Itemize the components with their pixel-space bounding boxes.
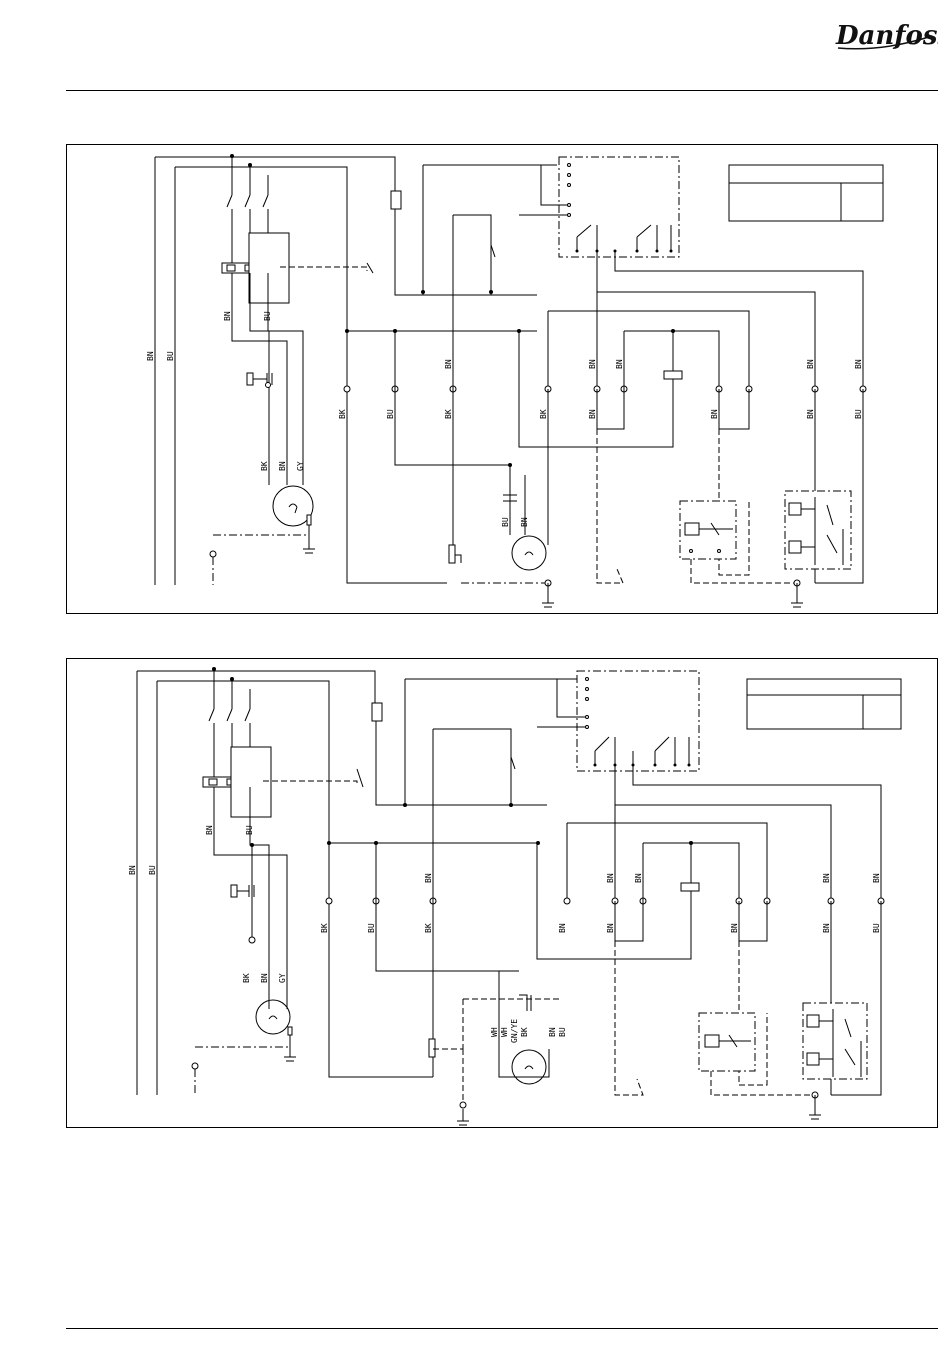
fan-label-bn: BN [520, 517, 529, 527]
wire-label-bn-6: BN [806, 359, 815, 369]
header-rule [66, 90, 938, 91]
wire-label-bn-7: BN [854, 359, 863, 369]
wire-label-bu-2: BU [872, 923, 881, 933]
wire-label-bu-top: BU [166, 351, 175, 361]
wire-label-bn-4: BN [588, 409, 597, 419]
wire-label-bu-1: BU [367, 923, 376, 933]
schematic-1: BN BU BN BU BK BU BN BK BK BN BN BN BN B… [67, 145, 939, 615]
wire-label-bk-2: BK [424, 923, 433, 933]
wire-label-bk-1: BK [338, 409, 347, 419]
schematic-2: BN BU BN BU BK BU BN BK BN BN BN BN BN B… [67, 659, 939, 1129]
motor-label-bk: BK [260, 461, 269, 471]
motor-label-gy: GY [278, 973, 287, 983]
wiring-diagram-2: BN BU BN BU BK BU BN BK BN BN BN BN BN B… [66, 658, 938, 1128]
wire-label-bk-3: BK [539, 409, 548, 419]
wire-label-bu-1: BU [386, 409, 395, 419]
fan-label-wh1: WH [490, 1027, 499, 1037]
wire-label-bk-1: BK [320, 923, 329, 933]
wire-label-bn-2: BN [588, 359, 597, 369]
wire-label-bu-2: BU [854, 409, 863, 419]
motor-label-bn: BN [278, 461, 287, 471]
fan-label-wh2: WH [500, 1027, 509, 1037]
wire-label-bn-1: BN [444, 359, 453, 369]
wire-label-bn-1: BN [424, 873, 433, 883]
wire-label-bu-top: BU [148, 865, 157, 875]
motor-label-bn: BN [260, 973, 269, 983]
wire-label-bn-top: BN [146, 351, 155, 361]
wire-label-bn-5: BN [606, 923, 615, 933]
wire-label-bn-4: BN [634, 873, 643, 883]
fan-label-bu: BU [501, 517, 510, 527]
wire-label-bn-top: BN [128, 865, 137, 875]
wire-label-bn-8: BN [872, 873, 881, 883]
wire-label-bn-2: BN [558, 923, 567, 933]
wire-label-bn-main: BN [223, 311, 232, 321]
motor-label-bk: BK [242, 973, 251, 983]
footer-rule [66, 1328, 938, 1329]
wire-label-bk-2: BK [444, 409, 453, 419]
wire-label-bn-8: BN [806, 409, 815, 419]
wire-label-bn-6: BN [730, 923, 739, 933]
motor-label-gy: GY [296, 461, 305, 471]
wire-label-bn-5: BN [710, 409, 719, 419]
danfoss-logo: Danfoss [832, 14, 938, 56]
fan-label-bk: BK [520, 1027, 529, 1037]
fan-label-bn: BN [548, 1027, 557, 1037]
wiring-diagram-1: BN BU BN BU BK BU BN BK BK BN BN BN BN B… [66, 144, 938, 614]
fan-label-gnye: GN/YE [510, 1019, 519, 1043]
wire-label-bu-main: BU [263, 311, 272, 321]
wire-label-bn-3: BN [606, 873, 615, 883]
wire-label-bn-main: BN [205, 825, 214, 835]
wire-label-bn-9: BN [822, 923, 831, 933]
fan-label-bu: BU [558, 1027, 567, 1037]
wire-label-bu-main: BU [245, 825, 254, 835]
wire-label-bn-3: BN [615, 359, 624, 369]
wire-label-bn-7: BN [822, 873, 831, 883]
